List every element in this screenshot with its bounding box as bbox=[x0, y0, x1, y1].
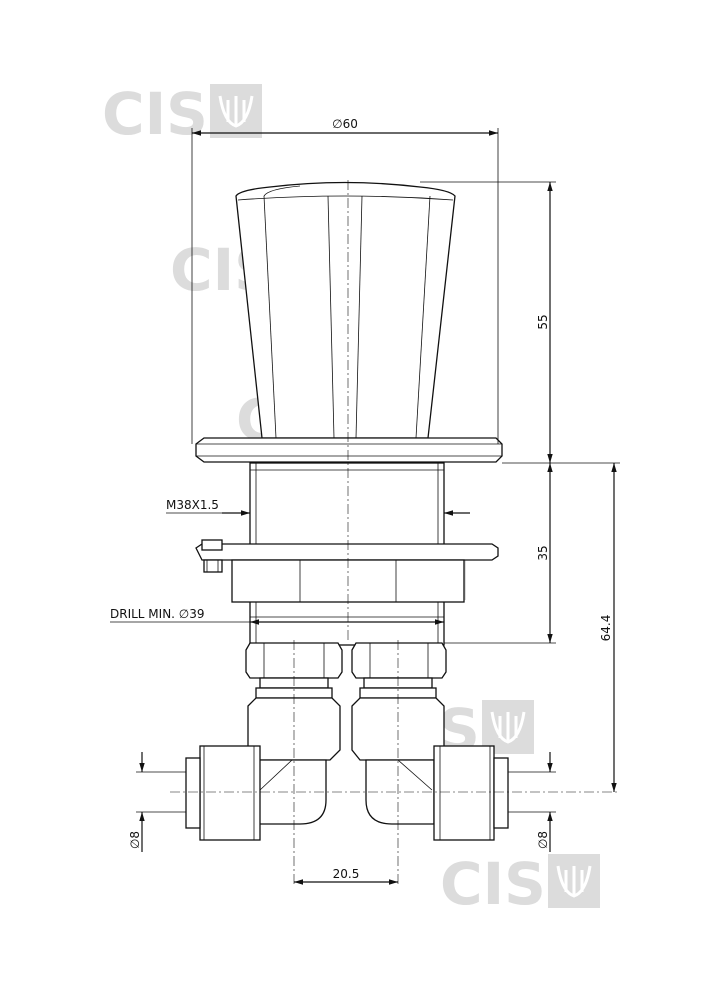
dimension-label: 20.5 bbox=[333, 867, 360, 881]
dimension-height-35: 35 bbox=[444, 463, 556, 644]
dimension-drill: DRILL MIN. ∅39 bbox=[110, 607, 444, 625]
elbow-fitting-left bbox=[185, 677, 341, 841]
center-lines bbox=[170, 180, 620, 884]
watermark-logo: CIS bbox=[440, 850, 600, 918]
dimension-label: ∅8 bbox=[128, 831, 142, 849]
watermark-logo: CIS bbox=[102, 80, 262, 148]
svg-text:CIS: CIS bbox=[440, 850, 546, 918]
dimension-height-55: 55 bbox=[420, 181, 620, 464]
dimension-label: ∅60 bbox=[332, 117, 358, 131]
dimension-label: 35 bbox=[536, 545, 550, 560]
dimension-height-64-4: 64.4 bbox=[599, 463, 617, 792]
dimension-label: DRILL MIN. ∅39 bbox=[110, 607, 205, 621]
dimension-pipe-right: ∅8 bbox=[508, 752, 556, 852]
hex-nut-right bbox=[351, 642, 447, 679]
dimension-label: 55 bbox=[536, 314, 550, 329]
cover-plate bbox=[195, 437, 503, 463]
dimension-label: 64.4 bbox=[599, 615, 613, 642]
valve-handle bbox=[235, 181, 456, 439]
dimension-label: ∅8 bbox=[536, 831, 550, 849]
dimension-spacing-20-5: 20.5 bbox=[294, 867, 398, 885]
dimension-thread: M38X1.5 bbox=[166, 498, 470, 516]
svg-text:CIS: CIS bbox=[102, 80, 208, 148]
dimension-label: M38X1.5 bbox=[166, 498, 219, 512]
dimension-pipe-left: ∅8 bbox=[128, 752, 186, 852]
dimension-diameter-60: ∅60 bbox=[191, 117, 499, 444]
